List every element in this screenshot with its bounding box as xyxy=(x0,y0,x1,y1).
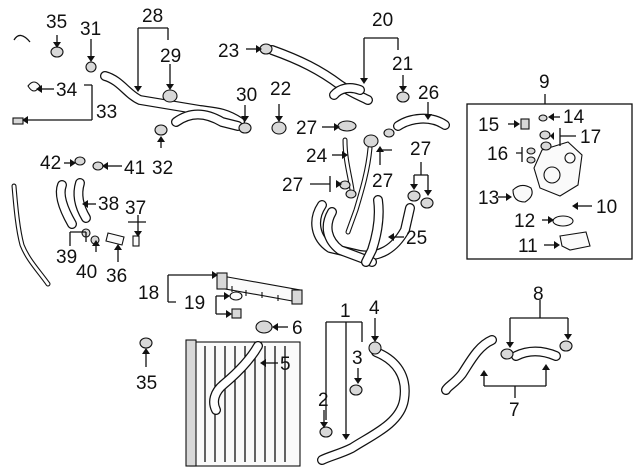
callout-27-top: 27 xyxy=(296,118,317,139)
clamp-part-35-top xyxy=(50,46,64,58)
callout-1: 1 xyxy=(340,301,351,322)
callout-31: 31 xyxy=(80,19,101,40)
leader-lines xyxy=(22,27,592,440)
cap-part-27-top xyxy=(337,120,357,132)
clamp-part-21 xyxy=(396,91,410,103)
clamp-part-3 xyxy=(349,384,363,396)
callout-26: 26 xyxy=(418,83,439,104)
seal-part-16 xyxy=(526,147,536,164)
callout-11: 11 xyxy=(518,236,538,257)
coolant-pipe-part-18 xyxy=(216,272,303,305)
callout-9: 9 xyxy=(539,72,550,93)
callout-40: 40 xyxy=(76,262,97,283)
hose-bundle-part-25 xyxy=(311,195,415,267)
fitting-part-36 xyxy=(105,232,125,246)
clamp-part-32 xyxy=(154,124,168,136)
callout-29: 29 xyxy=(160,46,181,67)
clamp-part-42 xyxy=(74,156,86,166)
clamp-part-8-right xyxy=(559,340,573,352)
clamp-part-4 xyxy=(368,341,382,355)
callout-27-right: 27 xyxy=(410,139,431,160)
callout-33: 33 xyxy=(96,102,117,123)
long-coolant-pipe xyxy=(12,34,31,141)
callout-34: 34 xyxy=(56,80,78,101)
cap-part-6 xyxy=(255,320,273,334)
callout-41: 41 xyxy=(124,158,145,179)
bleeder-pipe xyxy=(11,183,51,287)
clamp-part-22 xyxy=(271,121,287,135)
callout-22: 22 xyxy=(270,79,291,100)
callout-13: 13 xyxy=(478,188,499,209)
clamp-part-35-bottom xyxy=(139,337,153,349)
callout-15: 15 xyxy=(478,115,499,136)
callout-35-bottom: 35 xyxy=(136,373,157,394)
callout-23: 23 xyxy=(218,41,239,62)
callout-27-mid: 27 xyxy=(372,171,393,192)
hose-part-26 xyxy=(393,113,450,131)
hose-part-8 xyxy=(511,346,561,361)
callout-19: 19 xyxy=(184,293,205,314)
callout-35-top: 35 xyxy=(46,12,67,33)
callout-16: 16 xyxy=(487,144,508,165)
callout-2: 2 xyxy=(318,390,329,411)
callout-28: 28 xyxy=(142,6,163,27)
callout-42: 42 xyxy=(40,153,61,174)
hose-part-20 xyxy=(267,45,373,105)
thermostat-housing-box xyxy=(466,103,633,260)
clamp-part-29 xyxy=(162,89,178,103)
clamp-part-30 xyxy=(238,122,252,134)
callout-6: 6 xyxy=(292,318,303,339)
callout-8: 8 xyxy=(533,284,544,305)
fitting-part-37 xyxy=(132,235,140,247)
bolt-part-14 xyxy=(538,114,548,122)
callout-24: 24 xyxy=(306,146,328,167)
callout-14: 14 xyxy=(563,107,585,128)
clamp-part-31 xyxy=(85,61,97,73)
callout-27-left: 27 xyxy=(282,175,303,196)
small-hose-part-38 xyxy=(55,178,91,229)
callout-32: 32 xyxy=(152,158,173,179)
clamp-part-2 xyxy=(319,426,333,438)
clamp-part-41 xyxy=(92,161,104,171)
clamp-part-27-mid xyxy=(363,128,395,148)
clamp-part-8-left xyxy=(500,348,514,360)
hose-part-7 xyxy=(441,335,497,395)
lower-hose-part-1 xyxy=(317,347,410,465)
callout-21: 21 xyxy=(392,54,413,75)
callout-20: 20 xyxy=(372,10,393,31)
thermostat-housing-part-10 xyxy=(533,141,583,197)
clamp-part-27-left xyxy=(339,180,357,199)
callout-37: 37 xyxy=(125,198,146,219)
callout-12: 12 xyxy=(514,211,535,232)
callout-17: 17 xyxy=(580,127,601,148)
callout-30: 30 xyxy=(236,85,257,106)
pipe-part-24 xyxy=(342,137,373,235)
callout-labels: 35 31 28 29 34 33 30 22 42 41 32 38 37 3… xyxy=(40,6,617,421)
callout-36: 36 xyxy=(106,266,127,287)
fitting-part-17 xyxy=(539,130,552,151)
callout-38: 38 xyxy=(98,194,119,215)
callout-3: 3 xyxy=(352,348,363,369)
callout-5: 5 xyxy=(280,354,291,375)
clip-part-15 xyxy=(520,118,530,130)
flange-part-11 xyxy=(559,231,591,251)
gasket-part-13 xyxy=(512,184,533,203)
hose-part-28 xyxy=(100,71,245,131)
callout-7: 7 xyxy=(509,400,520,421)
hose-part-5 xyxy=(209,341,263,415)
callout-25: 25 xyxy=(406,228,427,249)
callout-39: 39 xyxy=(56,247,77,268)
clamp-part-27-right xyxy=(407,190,434,209)
callout-10: 10 xyxy=(596,197,617,218)
callout-4: 4 xyxy=(369,298,380,319)
oring-part-12 xyxy=(552,215,574,227)
callout-18: 18 xyxy=(138,283,159,304)
